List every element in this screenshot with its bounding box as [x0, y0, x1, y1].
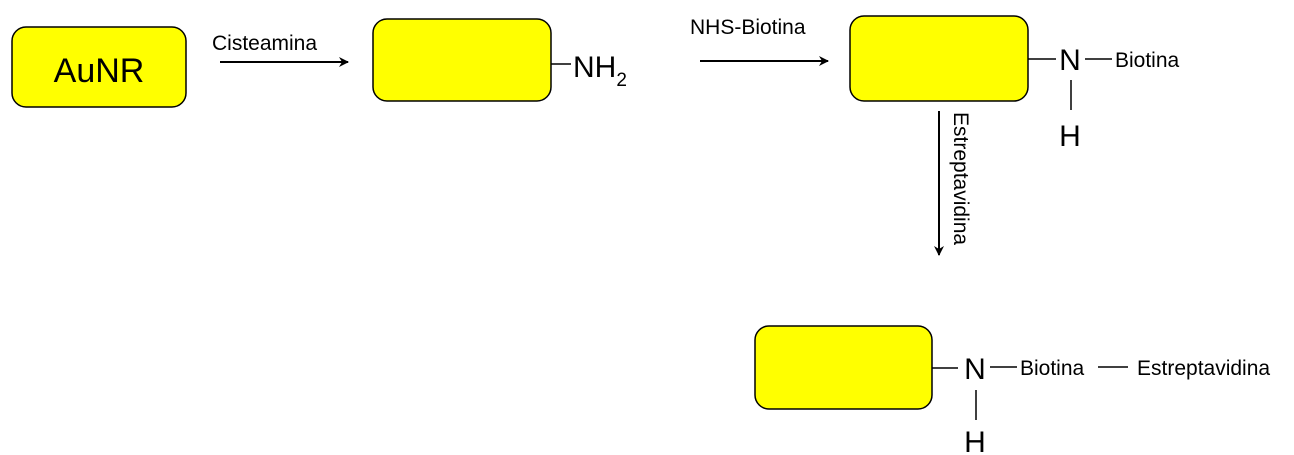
reagent-cisteamina: Cisteamina: [212, 32, 317, 55]
streptavidin-rod-box: [754, 325, 933, 410]
streptavidin-label: Estreptavidina: [1137, 357, 1270, 380]
streptavidin-nitrogen: N: [964, 353, 986, 386]
amine-rod-box: [372, 18, 552, 102]
amine-group: NH2: [573, 51, 627, 91]
biotin-label: Biotina: [1115, 49, 1180, 72]
biotin-hydrogen: H: [1059, 120, 1081, 153]
biotin-rod-box: [849, 15, 1029, 102]
nanorod-label: AuNR: [54, 52, 145, 90]
reagent-estreptavidina: Estreptavidina: [949, 112, 972, 245]
reagent-nhs-biotina: NHS-Biotina: [690, 16, 806, 39]
nanorod-box: [11, 26, 187, 108]
biotin-nitrogen: N: [1059, 44, 1081, 77]
amine-subscript: 2: [616, 70, 627, 91]
streptavidin-biotin-label: Biotina: [1020, 357, 1085, 380]
streptavidin-hydrogen: H: [964, 426, 986, 455]
